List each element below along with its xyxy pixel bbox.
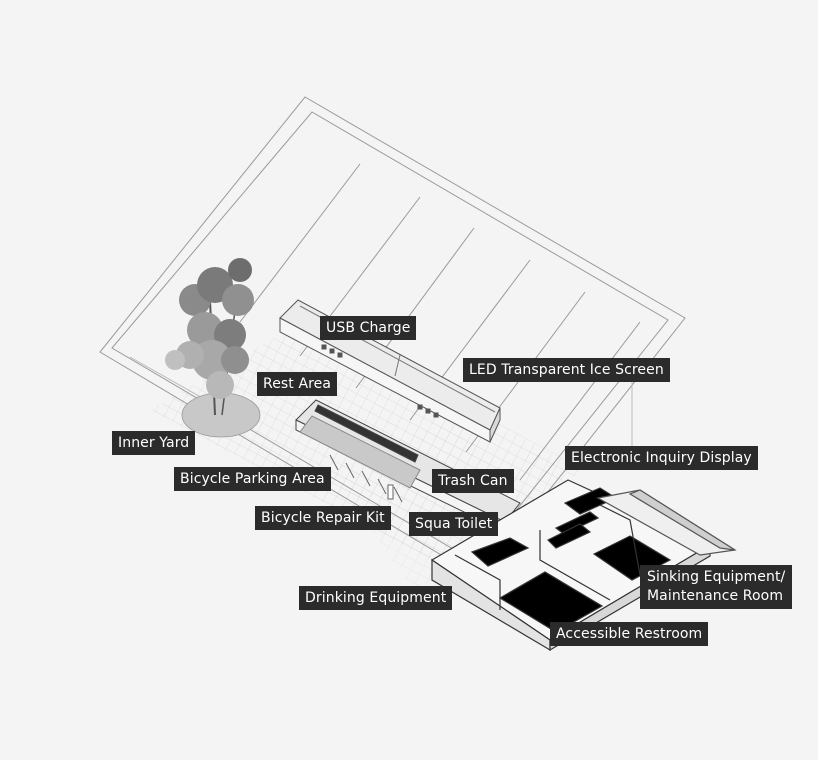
label-squa-toilet: Squa Toilet	[409, 512, 499, 536]
label-accessible-restroom: Accessible Restroom	[550, 622, 709, 646]
label-trash-can: Trash Can	[432, 469, 514, 493]
label-sinking-equipment: Sinking Equipment/ Maintenance Room	[640, 565, 793, 609]
tree	[165, 258, 254, 416]
label-led-screen: LED Transparent Ice Screen	[463, 358, 670, 382]
label-rest-area: Rest Area	[257, 372, 338, 396]
label-drinking-equipment: Drinking Equipment	[299, 586, 453, 610]
label-electronic-inquiry: Electronic Inquiry Display	[565, 446, 758, 470]
label-bicycle-repair: Bicycle Repair Kit	[255, 506, 391, 530]
label-bicycle-parking: Bicycle Parking Area	[174, 467, 331, 491]
label-sinking-line2: Maintenance Room	[647, 588, 784, 604]
label-sinking-line1: Sinking Equipment/	[647, 569, 786, 585]
label-usb-charge: USB Charge	[320, 316, 417, 340]
label-inner-yard: Inner Yard	[112, 431, 196, 455]
